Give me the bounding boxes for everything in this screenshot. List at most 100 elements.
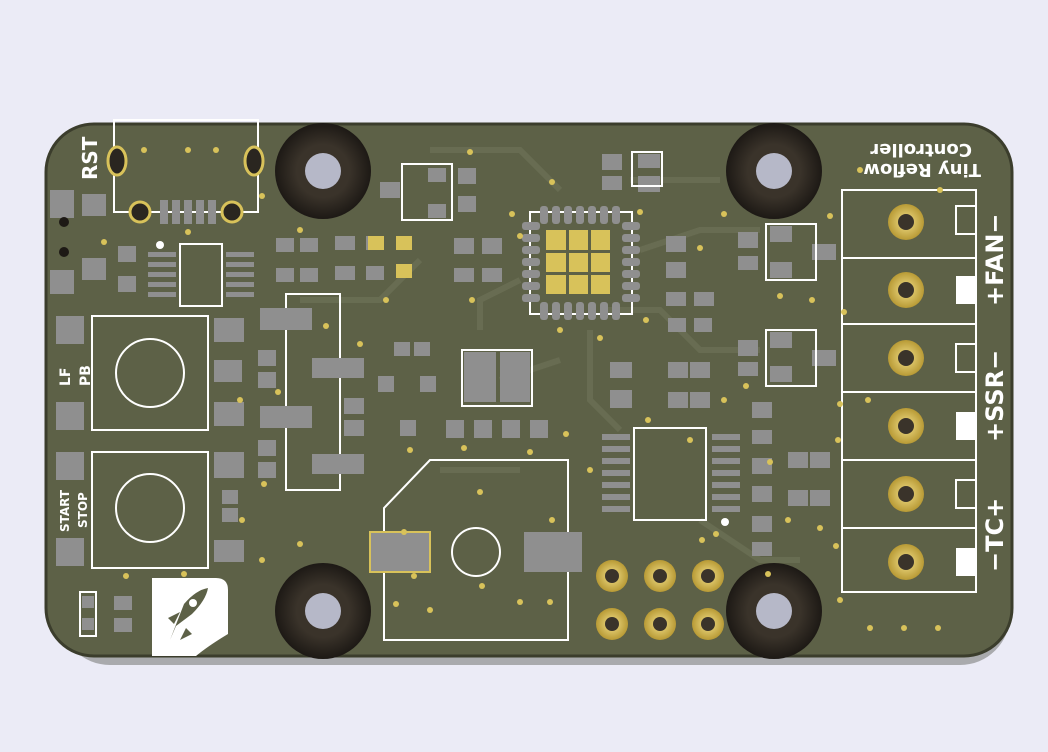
via xyxy=(597,335,603,341)
via xyxy=(817,525,823,531)
via xyxy=(297,541,303,547)
regulator-block xyxy=(260,293,364,491)
via xyxy=(479,583,485,589)
dual-inductor-outline xyxy=(461,349,533,407)
via xyxy=(785,517,791,523)
via xyxy=(557,327,563,333)
buzzer xyxy=(369,459,582,641)
via xyxy=(637,209,643,215)
via xyxy=(767,459,773,465)
stop-label: STOP xyxy=(76,492,90,528)
via xyxy=(101,239,107,245)
mount-hole-top-left xyxy=(275,123,371,219)
via xyxy=(185,147,191,153)
board-title-line2: Controller xyxy=(870,139,972,160)
via xyxy=(827,213,833,219)
via xyxy=(549,517,555,523)
via xyxy=(697,245,703,251)
via xyxy=(401,529,407,535)
via xyxy=(259,193,265,199)
mount-hole-top-right xyxy=(726,123,822,219)
tc-label: −TC+ xyxy=(981,498,1009,572)
via xyxy=(713,531,719,537)
via xyxy=(383,297,389,303)
terminal-block-outline xyxy=(841,189,977,593)
lf-label: LF xyxy=(58,368,74,386)
fan-terminals xyxy=(888,204,977,308)
mosfet-outlines xyxy=(401,151,817,387)
via xyxy=(837,401,843,407)
via xyxy=(517,599,523,605)
via xyxy=(181,571,187,577)
top-small-parts xyxy=(602,154,836,382)
small-smd-parts-left xyxy=(118,168,502,562)
via xyxy=(467,149,473,155)
via xyxy=(841,309,847,315)
via xyxy=(517,233,523,239)
via xyxy=(865,397,871,403)
rocket-logo xyxy=(152,578,228,656)
via xyxy=(743,383,749,389)
ssr-terminals xyxy=(888,340,977,444)
via xyxy=(547,599,553,605)
gold-smd-pads xyxy=(368,236,412,278)
rst-label: RST xyxy=(78,136,102,180)
right-middle-parts xyxy=(752,402,830,556)
via xyxy=(867,625,873,631)
via xyxy=(901,625,907,631)
via xyxy=(721,397,727,403)
via xyxy=(837,597,843,603)
via xyxy=(259,557,265,563)
via xyxy=(357,341,363,347)
via xyxy=(721,211,727,217)
via xyxy=(393,601,399,607)
via xyxy=(527,449,533,455)
via xyxy=(123,573,129,579)
mount-hole-bottom-right xyxy=(726,563,822,659)
via xyxy=(461,445,467,451)
fan-label: +FAN− xyxy=(981,213,1009,306)
via xyxy=(427,607,433,613)
via xyxy=(469,297,475,303)
via xyxy=(777,293,783,299)
rocket-icon xyxy=(168,588,208,640)
via xyxy=(835,437,841,443)
via xyxy=(141,147,147,153)
via xyxy=(407,447,413,453)
via xyxy=(185,229,191,235)
status-led xyxy=(79,591,132,637)
via xyxy=(937,187,943,193)
ssr-label: +SSR− xyxy=(981,350,1009,442)
usb-connector xyxy=(106,119,265,224)
middle-smd-parts xyxy=(378,342,710,438)
via xyxy=(213,147,219,153)
via xyxy=(275,389,281,395)
via xyxy=(509,211,515,217)
via xyxy=(833,543,839,549)
via xyxy=(699,537,705,543)
via xyxy=(237,397,243,403)
usb-ic xyxy=(148,241,254,307)
start-stop-button xyxy=(56,451,209,569)
via xyxy=(687,437,693,443)
via xyxy=(935,625,941,631)
via xyxy=(563,431,569,437)
mount-hole-bottom-left xyxy=(275,563,371,659)
via xyxy=(857,167,863,173)
lf-pb-button xyxy=(56,315,209,431)
via xyxy=(765,571,771,577)
side-switch xyxy=(50,190,106,294)
mcu-qfn xyxy=(522,206,640,320)
via xyxy=(411,573,417,579)
via xyxy=(643,317,649,323)
via xyxy=(261,481,267,487)
pb-label: PB xyxy=(78,365,94,386)
via xyxy=(323,323,329,329)
vias xyxy=(101,147,943,631)
isp-header xyxy=(596,560,724,640)
tc-terminals xyxy=(888,476,977,580)
start-label: START xyxy=(58,489,72,532)
via xyxy=(587,467,593,473)
via xyxy=(645,417,651,423)
